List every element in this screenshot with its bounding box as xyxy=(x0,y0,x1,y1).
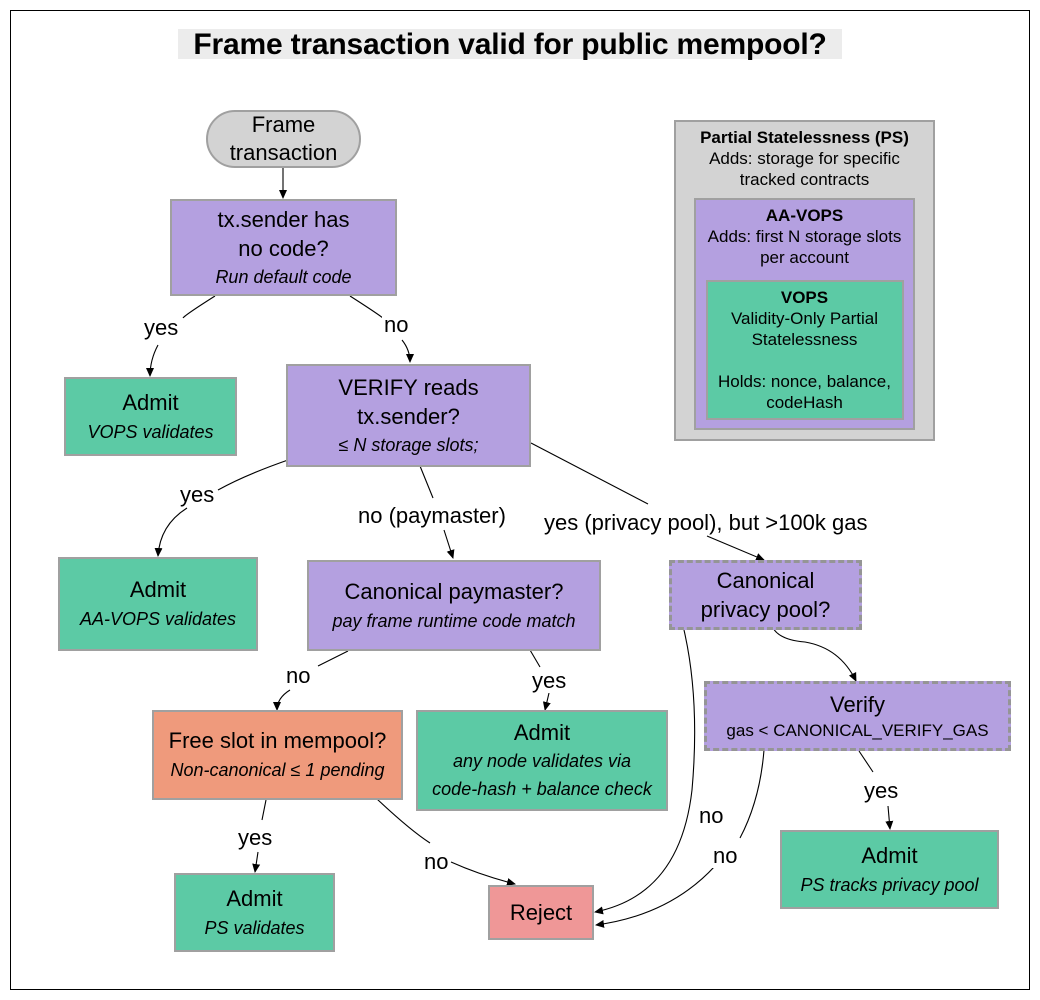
legend-aavops-title: AA-VOPS xyxy=(765,206,844,225)
canonical-paymaster-decision: Canonical paymaster? pay frame runtime c… xyxy=(307,560,601,651)
verify-gas-decision: Verify gas < CANONICAL_VERIFY_GAS xyxy=(704,681,1011,751)
privacy-line1: Canonical xyxy=(716,568,815,593)
start-line1: Frame xyxy=(251,112,316,137)
diagram-title: Frame transaction valid for public mempo… xyxy=(193,28,827,61)
edge-sender-yes xyxy=(150,295,216,376)
admit-ps-sub: PS validates xyxy=(204,917,305,938)
edge-freeslot-no xyxy=(376,798,515,884)
edge-verify-yes-admit xyxy=(858,750,890,829)
legend-vops-line3: Holds: nonce, balance, xyxy=(718,372,891,391)
edge-label-paymaster-no: no xyxy=(284,663,313,688)
legend-vops-line2: Statelessness xyxy=(751,330,858,349)
sender-sub: Run default code xyxy=(215,266,352,287)
admit-aavops-title: Admit xyxy=(129,577,187,602)
admit-vops-sub: VOPS validates xyxy=(87,421,214,442)
admit-any-node: Admit any node validates via code-hash +… xyxy=(416,710,668,811)
edge-verify-yes xyxy=(158,459,289,556)
admit-vops-title: Admit xyxy=(122,389,179,415)
edge-label-freeslot-yes: yes xyxy=(236,825,275,850)
edge-privacy-no-reject xyxy=(594,629,696,915)
legend-aavops-line1: Adds: first N storage slots xyxy=(707,227,902,246)
legend-ps-box: Partial Statelessness (PS) Adds: storage… xyxy=(674,120,935,441)
free-slot-title: Free slot in mempool? xyxy=(168,728,387,753)
reject-node: Reject xyxy=(488,885,594,940)
edge-label-verify-yes-privacy: yes (privacy pool), but >100k gas xyxy=(542,510,870,535)
admit-any-sub1: any node validates via xyxy=(452,750,632,771)
edge-privacy-verify xyxy=(772,627,857,682)
edge-label-verify-gas-yes: yes xyxy=(862,778,901,803)
paymaster-sub: pay frame runtime code match xyxy=(332,610,576,631)
sender-line1: tx.sender has xyxy=(217,206,350,232)
edge-verify-no xyxy=(419,465,453,558)
start-line2: transaction xyxy=(229,140,338,165)
legend-ps-line1: Adds: storage for specific xyxy=(709,149,900,168)
edge-label-verify-gas-no: no xyxy=(711,843,740,868)
verify-reads-sub: ≤ N storage slots; xyxy=(338,434,479,455)
legend-vops-line4: codeHash xyxy=(766,393,843,412)
admit-aavops-node: Admit AA-VOPS validates xyxy=(58,557,258,651)
edge-paymaster-yes xyxy=(529,649,549,710)
legend-vops-box: VOPS Validity-Only Partial Statelessness… xyxy=(705,280,904,420)
canonical-privacy-pool-decision: Canonical privacy pool? xyxy=(669,560,862,630)
admit-ps-title: Admit xyxy=(226,885,283,911)
legend-vops-line1: Validity-Only Partial xyxy=(730,309,879,328)
edge-label-verify-no-paymaster: no (paymaster) xyxy=(356,503,508,528)
legend-vops-title: VOPS xyxy=(780,288,829,307)
edge-freeslot-yes xyxy=(255,799,267,872)
admit-privacy-title: Admit xyxy=(861,842,918,868)
edge-verify-no-reject xyxy=(596,749,765,925)
admit-any-sub2: code-hash + balance check xyxy=(432,778,652,799)
verify-reads-line1: VERIFY reads xyxy=(338,374,479,400)
admit-privacy-node: Admit PS tracks privacy pool xyxy=(780,830,999,909)
verify-reads-line2: tx.sender? xyxy=(357,403,460,429)
legend-aavops-line2: per account xyxy=(760,248,849,267)
diagram-frame xyxy=(10,10,1030,990)
verify-gas-title: Verify xyxy=(829,691,886,717)
legend-ps-line2: tracked contracts xyxy=(739,170,870,189)
legend-ps-title: Partial Statelessness (PS) xyxy=(700,128,909,147)
privacy-line2: privacy pool? xyxy=(700,597,831,622)
reject-title: Reject xyxy=(509,900,573,925)
edge-verify-privacy xyxy=(530,442,764,560)
edge-label-freeslot-no: no xyxy=(422,849,451,874)
edge-label-sender-yes: yes xyxy=(142,315,181,340)
verify-reads-decision: VERIFY reads tx.sender? ≤ N storage slot… xyxy=(286,364,531,467)
legend-aavops-box: AA-VOPS Adds: first N storage slots per … xyxy=(694,198,915,430)
edge-label-privacy-no: no xyxy=(697,803,726,828)
sender-no-code-decision: tx.sender has no code? Run default code xyxy=(170,199,397,296)
edge-sender-no xyxy=(349,295,410,362)
start-node: Frame transaction xyxy=(206,110,361,168)
admit-any-title: Admit xyxy=(513,719,571,745)
edge-label-verify-yes: yes xyxy=(178,482,217,507)
admit-ps-node: Admit PS validates xyxy=(174,873,335,952)
edge-paymaster-no xyxy=(277,650,349,710)
edge-label-paymaster-yes: yes xyxy=(530,668,569,693)
admit-privacy-sub: PS tracks privacy pool xyxy=(800,874,979,895)
sender-line2: no code? xyxy=(238,235,329,261)
edge-label-sender-no: no xyxy=(382,312,411,337)
admit-vops-node: Admit VOPS validates xyxy=(64,377,237,456)
paymaster-title: Canonical paymaster? xyxy=(344,578,564,604)
free-slot-sub: Non-canonical ≤ 1 pending xyxy=(170,760,385,780)
verify-gas-sub: gas < CANONICAL_VERIFY_GAS xyxy=(726,720,989,740)
diagram-title-bg: Frame transaction valid for public mempo… xyxy=(178,28,842,61)
admit-aavops-sub: AA-VOPS validates xyxy=(79,609,237,629)
free-slot-decision: Free slot in mempool? Non-canonical ≤ 1 … xyxy=(152,710,403,800)
